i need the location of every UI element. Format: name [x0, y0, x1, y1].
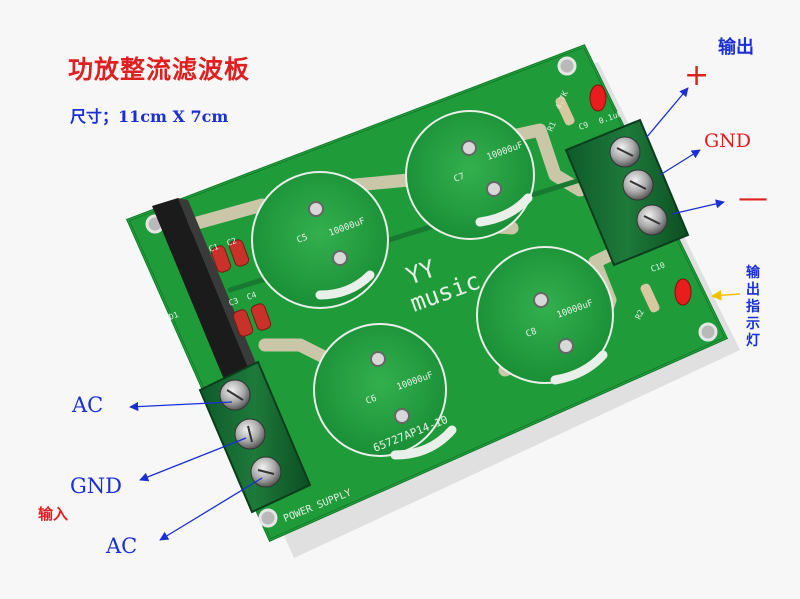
input-label: 输入	[38, 505, 69, 523]
cap-label-c6: C6	[365, 394, 379, 407]
label-c9: C9	[578, 120, 590, 132]
plus-label: +	[684, 58, 710, 93]
annotation-arrows	[129, 87, 725, 541]
label-d1: D1	[168, 310, 180, 322]
cap-label-c7: C7	[453, 172, 467, 185]
output-label: 输出	[718, 37, 754, 58]
capacitor-pads	[308, 140, 574, 424]
capacitor-footprints	[251, 110, 614, 457]
gnd-output-label: GND	[704, 130, 752, 152]
label-r1: R1	[546, 120, 558, 133]
output-resistors-leds	[555, 84, 692, 313]
label-c2: C2	[226, 236, 238, 248]
ac-bottom-label: AC	[106, 534, 138, 558]
label-c4: C4	[246, 290, 258, 302]
label-c3: C3	[228, 296, 240, 308]
cap-label-c8: C8	[525, 327, 539, 340]
led-arrow	[710, 290, 741, 301]
minus-label: —	[738, 181, 768, 216]
cap-label-c5: C5	[296, 233, 310, 246]
label-r2: R2	[634, 308, 646, 321]
board-size-text: 尺寸；11cm X 7cm	[70, 107, 229, 126]
output-terminal-block	[564, 118, 690, 267]
board-title: 功放整流滤波板	[68, 55, 251, 84]
capacitor-arcs	[315, 193, 608, 460]
ac-top-label: AC	[72, 393, 104, 417]
film-capacitors	[210, 239, 272, 337]
label-c1: C1	[208, 242, 220, 254]
led-indicator-label: 输出指示灯	[746, 265, 760, 349]
gnd-input-label: GND	[70, 474, 122, 498]
